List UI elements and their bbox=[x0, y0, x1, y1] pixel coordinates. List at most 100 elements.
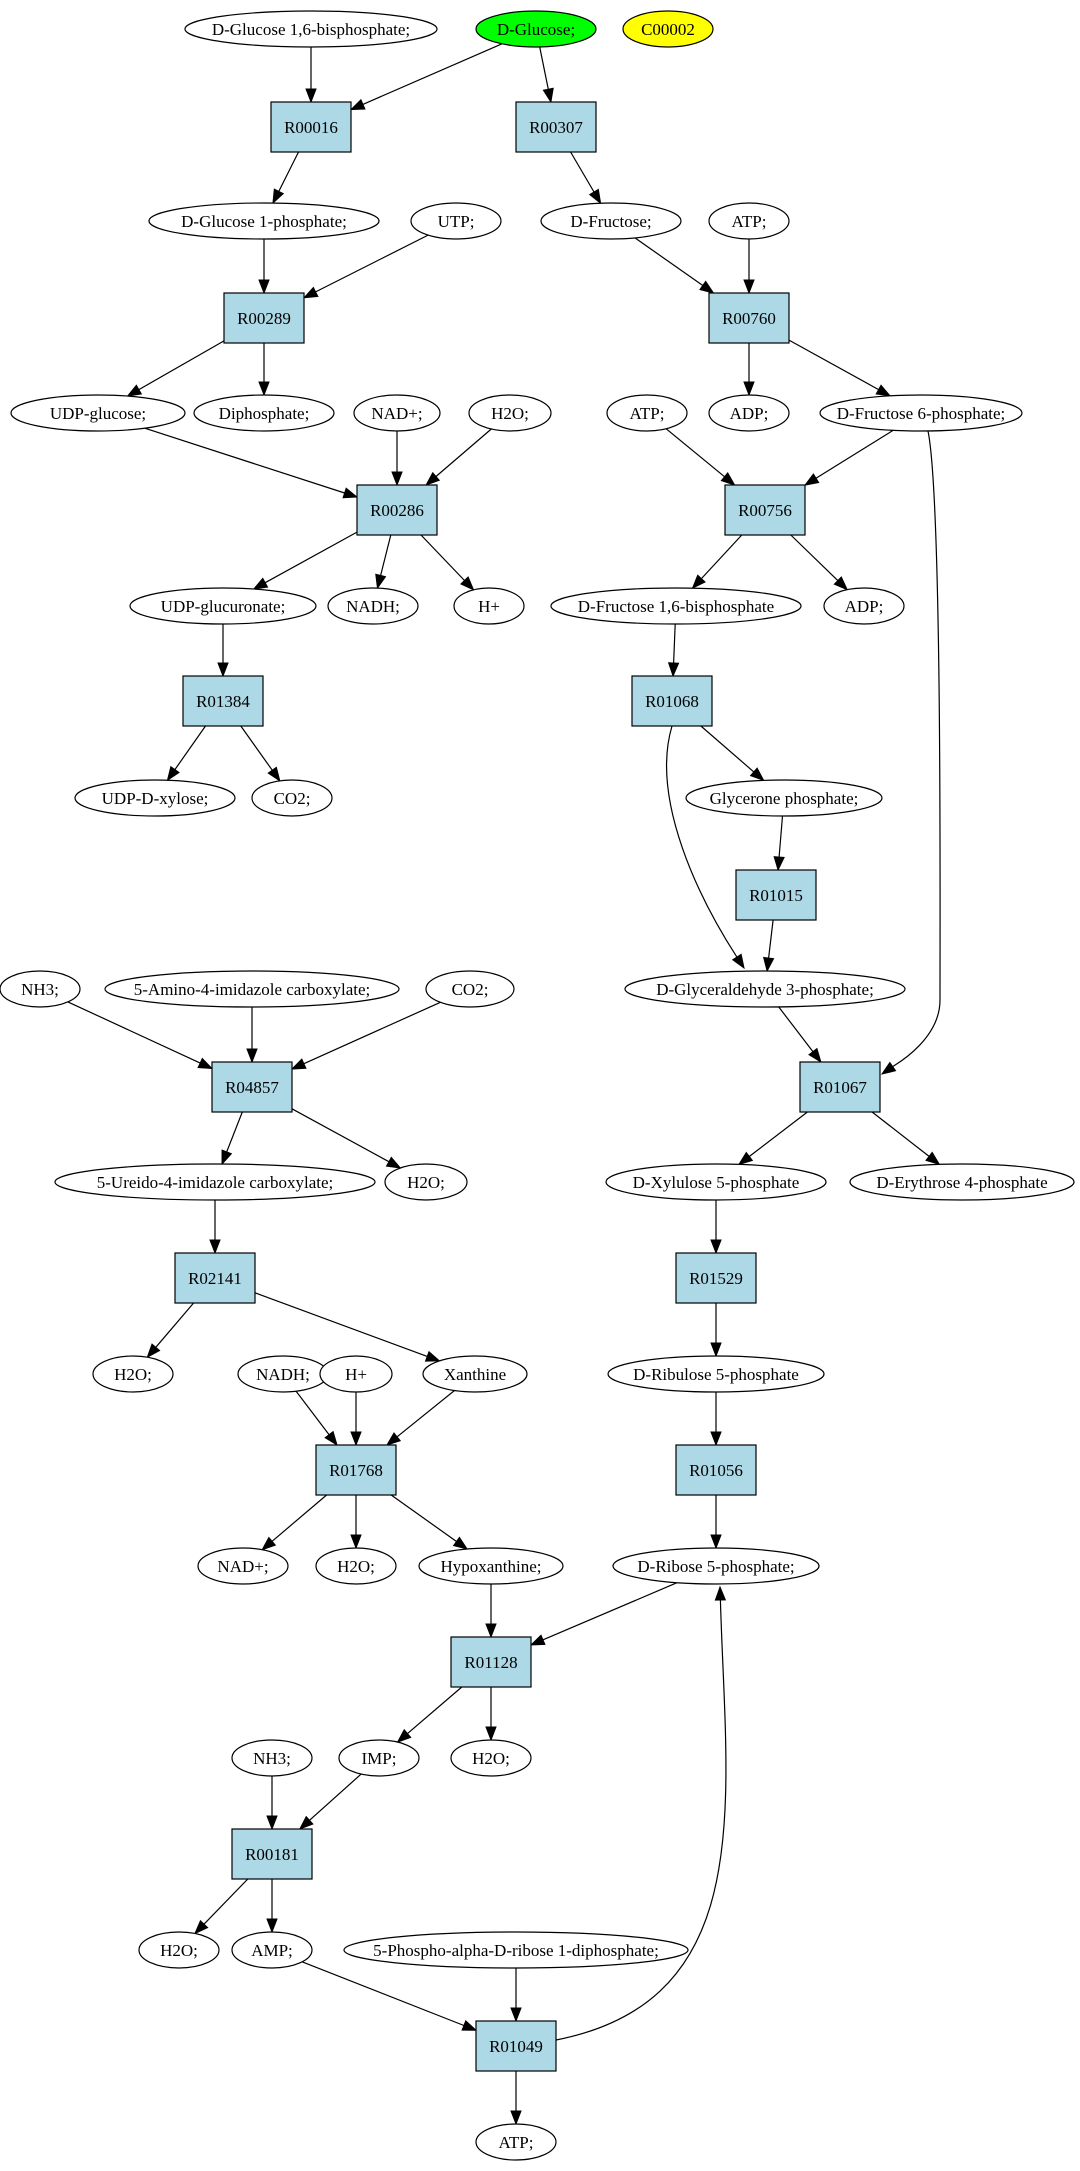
reaction-node-r00760[interactable]: R00760 bbox=[708, 292, 790, 344]
compound-node-adp2[interactable]: ADP; bbox=[823, 587, 905, 625]
reaction-box bbox=[450, 1636, 532, 1688]
reaction-node-r01529[interactable]: R01529 bbox=[675, 1252, 757, 1304]
reaction-node-r01015[interactable]: R01015 bbox=[735, 869, 817, 921]
compound-ellipse bbox=[849, 1163, 1075, 1201]
edge-r_R01768-to-n_hypox-arrowhead bbox=[452, 1536, 469, 1550]
compound-node-nh3b[interactable]: NH3; bbox=[231, 1739, 313, 1777]
node-label: D-Fructose; bbox=[570, 212, 651, 231]
compound-node-fructose[interactable]: D-Fructose; bbox=[540, 202, 682, 240]
compound-node-hypox[interactable]: Hypoxanthine; bbox=[418, 1547, 564, 1585]
compound-node-c00002[interactable]: C00002 bbox=[622, 10, 714, 48]
compound-node-xu5p[interactable]: D-Xylulose 5-phosphate bbox=[605, 1163, 827, 1201]
compound-node-diphos[interactable]: Diphosphate; bbox=[193, 394, 335, 432]
compound-node-glycp[interactable]: Glycerone phosphate; bbox=[685, 779, 883, 817]
compound-node-f16bp[interactable]: D-Fructose 1,6-bisphosphate bbox=[550, 587, 802, 625]
compound-node-co2a[interactable]: CO2; bbox=[251, 779, 333, 817]
reaction-node-r01384[interactable]: R01384 bbox=[182, 675, 264, 727]
edge-r_R01015-to-n_g3p-arrowhead bbox=[762, 956, 775, 973]
compound-node-h2o4[interactable]: H2O; bbox=[315, 1547, 397, 1585]
reaction-node-r01068[interactable]: R01068 bbox=[631, 675, 713, 727]
edge-r_R01015-to-n_g3p bbox=[768, 919, 774, 959]
compound-ellipse bbox=[353, 394, 441, 432]
node-label: UDP-glucose; bbox=[50, 404, 146, 423]
compound-node-nadh1[interactable]: NADH; bbox=[327, 587, 419, 625]
edge-n_hplus2-to-r_R01768-arrowhead bbox=[350, 1431, 362, 1447]
compound-node-prpp[interactable]: 5-Phospho-alpha-D-ribose 1-diphosphate; bbox=[343, 1931, 689, 1969]
edge-n_xanthine-to-r_R01768-arrowhead bbox=[385, 1432, 402, 1446]
edge-r_R00286-to-n_nadh1 bbox=[380, 534, 392, 576]
compound-node-nadp2[interactable]: NAD+; bbox=[197, 1547, 289, 1585]
node-label: UDP-D-xylose; bbox=[102, 789, 209, 808]
edge-r_R01049-to-n_r5p-arrowhead bbox=[714, 1585, 727, 1601]
reaction-box bbox=[223, 292, 305, 344]
compound-node-nh3a[interactable]: NH3; bbox=[0, 970, 81, 1008]
compound-node-g16bp[interactable]: D-Glucose 1,6-bisphosphate; bbox=[184, 10, 438, 48]
node-label: ADP; bbox=[845, 597, 884, 616]
compound-ellipse bbox=[622, 10, 714, 48]
compound-node-nadh2[interactable]: NADH; bbox=[237, 1355, 329, 1393]
node-label: H2O; bbox=[160, 1941, 198, 1960]
compound-node-atp1[interactable]: ATP; bbox=[708, 202, 790, 240]
compound-node-ru5p[interactable]: D-Ribulose 5-phosphate bbox=[607, 1355, 825, 1393]
compound-node-adp1[interactable]: ADP; bbox=[708, 394, 790, 432]
compound-ellipse bbox=[319, 1355, 393, 1393]
compound-node-co2b[interactable]: CO2; bbox=[425, 970, 515, 1008]
compound-node-utp[interactable]: UTP; bbox=[410, 202, 502, 240]
node-label: R01768 bbox=[329, 1461, 383, 1480]
compound-node-aica[interactable]: 5-Amino-4-imidazole carboxylate; bbox=[104, 970, 400, 1008]
reaction-node-r00756[interactable]: R00756 bbox=[724, 484, 806, 536]
reaction-node-r00181[interactable]: R00181 bbox=[231, 1828, 313, 1880]
compound-node-uica[interactable]: 5-Ureido-4-imidazole carboxylate; bbox=[54, 1163, 376, 1201]
node-label: H2O; bbox=[114, 1365, 152, 1384]
edge-n_utp-to-r_R00289 bbox=[315, 234, 429, 293]
node-label: Xanthine bbox=[444, 1365, 506, 1384]
compound-node-atp3[interactable]: ATP; bbox=[475, 2123, 557, 2161]
compound-node-glucose[interactable]: D-Glucose; bbox=[475, 10, 597, 48]
compound-ellipse bbox=[475, 2123, 557, 2161]
reaction-node-r00286[interactable]: R00286 bbox=[356, 484, 438, 536]
compound-ellipse bbox=[453, 587, 525, 625]
reaction-node-r00307[interactable]: R00307 bbox=[515, 101, 597, 153]
compound-node-h2o5[interactable]: H2O; bbox=[450, 1739, 532, 1777]
reaction-node-r01049[interactable]: R01049 bbox=[475, 2020, 557, 2072]
reaction-node-r04857[interactable]: R04857 bbox=[211, 1061, 293, 1113]
reaction-node-r01128[interactable]: R01128 bbox=[450, 1636, 532, 1688]
node-label: R00286 bbox=[370, 501, 424, 520]
reaction-box bbox=[270, 101, 352, 153]
edge-r_R00756-to-n_f16bp-arrowhead bbox=[691, 574, 706, 590]
compound-node-udpxyl[interactable]: UDP-D-xylose; bbox=[74, 779, 236, 817]
compound-node-xanthine[interactable]: Xanthine bbox=[422, 1355, 528, 1393]
edge-r_R02141-to-n_h2o3 bbox=[155, 1302, 195, 1348]
edge-r_R00756-to-n_adp2-arrowhead bbox=[833, 576, 849, 591]
compound-node-r5p[interactable]: D-Ribose 5-phosphate; bbox=[612, 1547, 820, 1585]
compound-node-h2o6[interactable]: H2O; bbox=[138, 1931, 220, 1969]
reaction-node-r00289[interactable]: R00289 bbox=[223, 292, 305, 344]
compound-node-hplus2[interactable]: H+ bbox=[319, 1355, 393, 1393]
compound-node-udpglca[interactable]: UDP-glucuronate; bbox=[129, 587, 317, 625]
reaction-node-r01768[interactable]: R01768 bbox=[315, 1444, 397, 1496]
reaction-box bbox=[515, 101, 597, 153]
edge-r_R01068-to-n_glycp bbox=[700, 725, 755, 773]
compound-node-imp[interactable]: IMP; bbox=[338, 1739, 420, 1777]
compound-node-h2o1[interactable]: H2O; bbox=[468, 394, 552, 432]
compound-node-nadp1[interactable]: NAD+; bbox=[353, 394, 441, 432]
reaction-node-r02141[interactable]: R02141 bbox=[174, 1252, 256, 1304]
compound-node-amp[interactable]: AMP; bbox=[231, 1931, 313, 1969]
edge-r_R01768-to-n_nadp2-arrowhead bbox=[261, 1536, 277, 1551]
compound-node-g3p[interactable]: D-Glyceraldehyde 3-phosphate; bbox=[624, 970, 906, 1008]
compound-node-g1p[interactable]: D-Glucose 1-phosphate; bbox=[148, 202, 380, 240]
node-label: Diphosphate; bbox=[219, 404, 310, 423]
compound-node-h2o3[interactable]: H2O; bbox=[92, 1355, 174, 1393]
compound-node-h2o2[interactable]: H2O; bbox=[384, 1163, 468, 1201]
node-label: H+ bbox=[478, 597, 500, 616]
compound-node-hplus1[interactable]: H+ bbox=[453, 587, 525, 625]
reaction-node-r00016[interactable]: R00016 bbox=[270, 101, 352, 153]
compound-node-f6p[interactable]: D-Fructose 6-phosphate; bbox=[819, 394, 1023, 432]
edge-r_R04857-to-n_uica bbox=[226, 1111, 243, 1153]
reaction-node-r01067[interactable]: R01067 bbox=[799, 1061, 881, 1113]
compound-ellipse bbox=[708, 394, 790, 432]
reaction-node-r01056[interactable]: R01056 bbox=[675, 1444, 757, 1496]
compound-node-e4p[interactable]: D-Erythrose 4-phosphate bbox=[849, 1163, 1075, 1201]
compound-node-udpglc[interactable]: UDP-glucose; bbox=[10, 394, 186, 432]
compound-node-atp2[interactable]: ATP; bbox=[606, 394, 688, 432]
